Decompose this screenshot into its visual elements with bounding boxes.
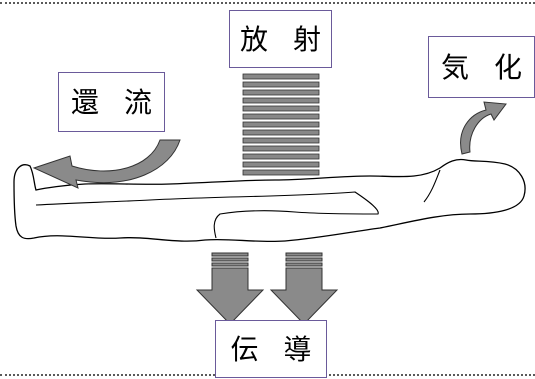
radiation-stripes — [242, 73, 320, 176]
body-leg-line — [423, 169, 441, 203]
conduction-arrow-left — [195, 252, 265, 325]
conduction-arrow-right — [269, 252, 339, 325]
evaporation-arrow — [460, 101, 507, 155]
top-dotted-border — [0, 2, 535, 4]
convection-label: 還 流 — [58, 72, 165, 132]
radiation-label: 放 射 — [229, 10, 332, 68]
convection-arrow — [32, 139, 181, 189]
evaporation-label: 気 化 — [428, 36, 535, 98]
conduction-label: 伝 導 — [215, 320, 327, 378]
body-arm-line — [35, 191, 379, 239]
body-outline — [13, 158, 526, 243]
